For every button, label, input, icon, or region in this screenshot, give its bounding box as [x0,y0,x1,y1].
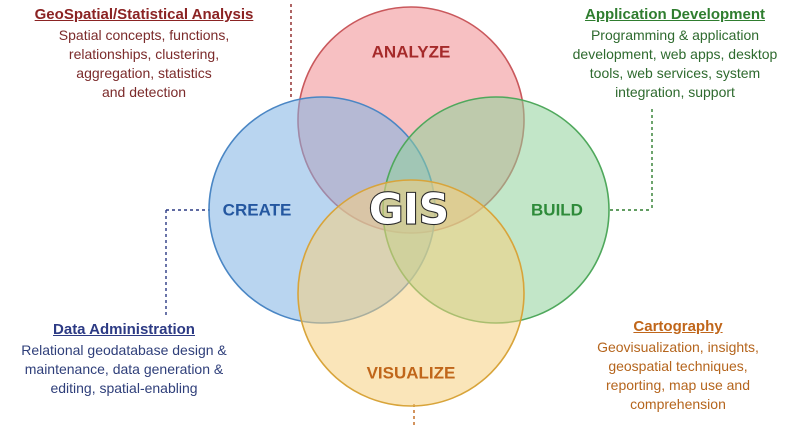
analyze-label: ANALYZE [372,42,451,61]
callout-line: and detection [101,84,187,100]
callout-line: integration, support [615,84,735,100]
build-label: BUILD [531,200,583,219]
callout-heading: Data Administration [53,321,195,338]
callout-line: editing, spatial-enabling [50,380,198,396]
visualize-circle [297,179,525,407]
callout-line: aggregation, statistics [76,65,212,81]
create-label: CREATE [223,200,292,219]
callout-line: relationships, clustering, [68,46,220,62]
callout-heading: Cartography [633,318,723,335]
callout-line: comprehension [630,396,726,412]
callout-line: geospatial techniques, [608,358,748,374]
application-development-callout: Application Development Programming & ap… [544,6,806,102]
data-administration-callout: Data Administration Relational geodataba… [6,321,242,398]
gis-center-label: GIS [369,185,449,234]
cartography-callout: Cartography Geovisualization, insights, … [556,318,800,414]
callout-line: Geovisualization, insights, [597,339,759,355]
callout-line: Spatial concepts, functions, [58,27,230,43]
callout-line: tools, web services, system [589,65,761,81]
callout-heading: Application Development [584,6,766,23]
callout-line: maintenance, data generation & [24,361,224,377]
callout-line: reporting, map use and [606,377,750,393]
callout-line: Relational geodatabase design & [21,342,227,358]
callout-heading: GeoSpatial/Statistical Analysis [34,6,254,23]
callout-line: Programming & application [590,27,760,43]
visualize-label: VISUALIZE [367,363,456,382]
geospatial-analysis-callout: GeoSpatial/Statistical Analysis Spatial … [8,6,280,102]
callout-line: development, web apps, desktop [572,46,778,62]
